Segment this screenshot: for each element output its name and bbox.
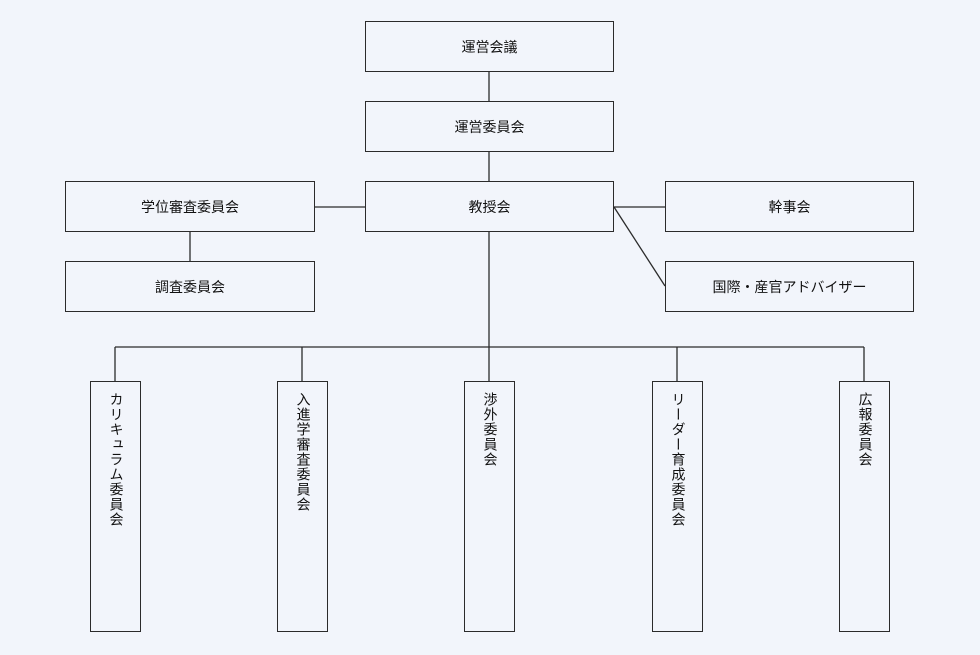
node-admissions-committee: 入進学審査委員会 xyxy=(277,381,328,632)
node-label: 学位審査委員会 xyxy=(141,199,239,216)
node-operations-committee: 運営委員会 xyxy=(365,101,614,152)
node-label: 教授会 xyxy=(468,199,511,216)
node-label: 運営会議 xyxy=(461,39,518,56)
node-label: 国際・産官アドバイザー xyxy=(712,279,867,296)
node-label: リーダー育成委員会 xyxy=(669,392,686,527)
node-label: カリキュラム委員会 xyxy=(107,392,124,527)
node-faculty-council: 教授会 xyxy=(365,181,614,232)
connector-faculty-adviser xyxy=(613,206,666,287)
node-label: 入進学審査委員会 xyxy=(294,392,311,512)
node-label: 広報委員会 xyxy=(856,392,873,467)
node-label: 調査委員会 xyxy=(155,279,225,296)
node-secretariat: 幹事会 xyxy=(665,181,914,232)
node-label: 渉外委員会 xyxy=(481,392,498,467)
node-public-relations-committee: 広報委員会 xyxy=(839,381,890,632)
node-leader-development-committee: リーダー育成委員会 xyxy=(652,381,703,632)
node-operations-meeting: 運営会議 xyxy=(365,21,614,72)
node-label: 幹事会 xyxy=(768,199,811,216)
node-international-adviser: 国際・産官アドバイザー xyxy=(665,261,914,312)
node-curriculum-committee: カリキュラム委員会 xyxy=(90,381,141,632)
node-label: 運営委員会 xyxy=(454,119,525,136)
node-degree-review-committee: 学位審査委員会 xyxy=(65,181,315,232)
node-investigation-committee: 調査委員会 xyxy=(65,261,315,312)
node-external-affairs-committee: 渉外委員会 xyxy=(464,381,515,632)
